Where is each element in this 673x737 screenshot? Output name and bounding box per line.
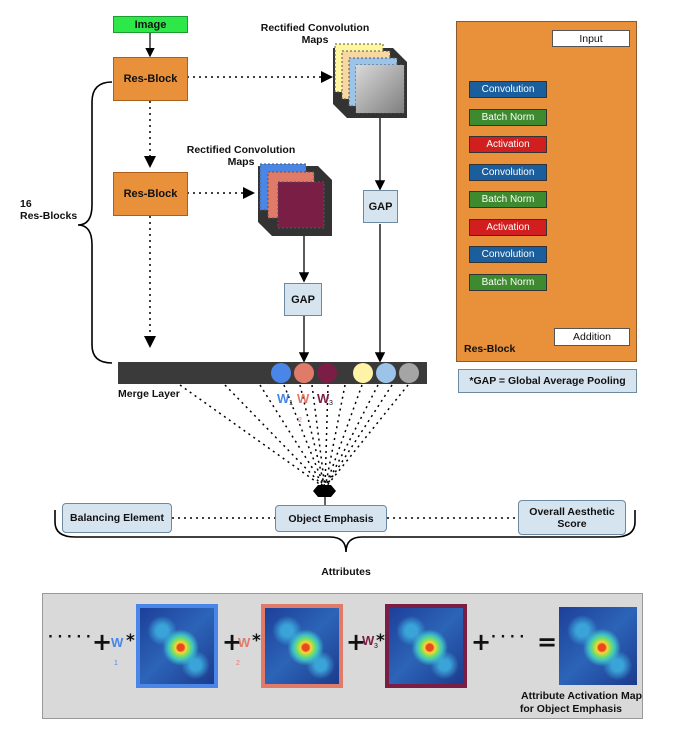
plus-4: +	[471, 628, 492, 656]
brace-label-text: Res-Blocks	[20, 210, 78, 222]
bottom-w2-sub: 2	[236, 660, 240, 667]
rectified-maps-label-1: Rectified Convolution Maps	[260, 22, 370, 46]
resblock-detail-title: Res-Block	[464, 343, 516, 355]
attribute-balancing-element: Balancing Element	[62, 503, 172, 533]
brace-label-count: 16	[20, 198, 32, 210]
layer-convolution-1: Convolution	[469, 81, 547, 98]
weight-w3: W	[317, 391, 330, 406]
gap-box-left: GAP	[284, 283, 322, 316]
layer-batchnorm-1: Batch Norm	[469, 109, 547, 126]
merge-circle-salmon	[294, 363, 314, 383]
weight-w1: W	[277, 391, 290, 406]
weight-w2-sub: 2	[298, 417, 302, 424]
resblock-1: Res-Block	[113, 57, 188, 101]
times-1: *	[126, 631, 135, 651]
layer-batchnorm-3: Batch Norm	[469, 274, 547, 291]
merge-circle-blue	[271, 363, 291, 383]
activation-caption-line2: for Object Emphasis	[519, 703, 622, 715]
attribute-object-emphasis: Object Emphasis	[275, 505, 387, 532]
resblock-input: Input	[552, 30, 630, 47]
leading-dots: · · · · ·	[48, 630, 91, 645]
plus-1: +	[92, 628, 113, 656]
weight-w3-sub: 3	[329, 400, 333, 407]
rectified-maps-stack-1	[333, 43, 407, 118]
activation-map-2	[261, 604, 343, 688]
bottom-w3: W	[362, 633, 375, 648]
bottom-w2: W	[238, 635, 251, 650]
layer-activation-1: Activation	[469, 136, 547, 153]
merge-circle-gray	[399, 363, 419, 383]
bottom-w1-sub: 1	[114, 660, 118, 667]
resblock-2: Res-Block	[113, 172, 188, 216]
attribute-overall-aesthetic-score: Overall Aesthetic Score	[518, 500, 626, 535]
attributes-caption: Attributes	[321, 566, 371, 578]
attributes-brace	[54, 510, 636, 553]
plus-3: +	[346, 628, 367, 656]
gap-box-right: GAP	[363, 190, 398, 223]
layer-convolution-2: Convolution	[469, 164, 547, 181]
layer-batchnorm-2: Batch Norm	[469, 191, 547, 208]
resblock-addition: Addition	[554, 328, 630, 346]
activation-map-1	[136, 604, 218, 688]
image-input-node: Image	[113, 16, 188, 33]
weight-w2: W	[297, 391, 310, 406]
activation-map-3	[385, 604, 467, 688]
times-2: *	[252, 631, 261, 651]
rectified-maps-label-2: Rectified Convolution Maps	[186, 144, 296, 168]
rectified-maps-stack-2	[258, 163, 332, 236]
merge-layer-label: Merge Layer	[118, 388, 180, 400]
hub-node	[313, 485, 336, 497]
equals-sign: =	[537, 628, 558, 656]
attribute-activation-map	[559, 607, 637, 685]
merge-circle-lightblue	[376, 363, 396, 383]
merge-circle-yellow	[353, 363, 373, 383]
bottom-w1: W	[111, 635, 124, 650]
resblocks-brace	[77, 81, 113, 364]
bottom-w3-sub: 3	[374, 643, 378, 650]
layer-convolution-3: Convolution	[469, 246, 547, 263]
gap-footnote: *GAP = Global Average Pooling	[458, 369, 637, 393]
merge-circle-maroon	[317, 363, 337, 383]
layer-activation-2: Activation	[469, 219, 547, 236]
times-3: *	[376, 631, 385, 651]
trailing-dots: · · · ·	[491, 630, 525, 645]
activation-caption-line1: Attribute Activation Map	[521, 690, 642, 702]
weight-w1-sub: 1	[289, 400, 293, 407]
plus-2: +	[222, 628, 243, 656]
